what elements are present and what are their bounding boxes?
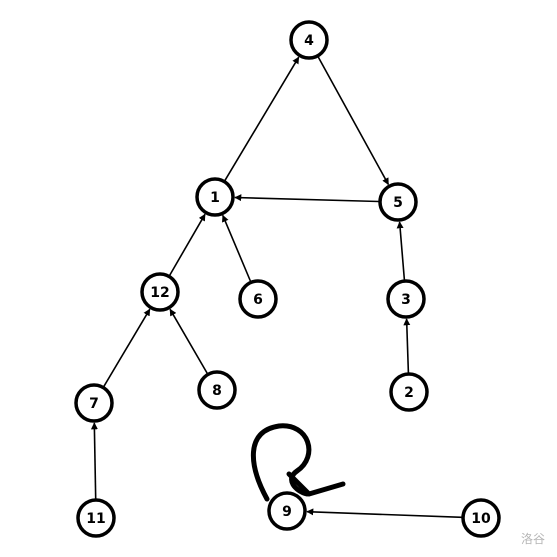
edge-10-to-9 — [306, 508, 463, 519]
node-2-label: 2 — [404, 385, 414, 401]
node-5-label: 5 — [393, 195, 403, 211]
node-10-circle — [461, 498, 501, 538]
node-4-label: 4 — [304, 33, 314, 49]
edge-4-to-5 — [317, 56, 390, 186]
node-12-label: 12 — [150, 285, 169, 301]
node-10: 10 — [461, 498, 501, 538]
edge-9-to-9 — [250, 423, 312, 502]
watermark-text: 洛谷 — [520, 532, 545, 546]
node-9-circle — [267, 491, 307, 531]
node-2: 2 — [389, 372, 429, 412]
node-1-circle — [195, 177, 235, 217]
node-1: 1 — [195, 177, 235, 217]
node-2-circle — [389, 372, 429, 412]
node-6-label: 6 — [253, 292, 263, 308]
edge-3-to-5 — [396, 221, 406, 281]
node-5-circle — [378, 182, 418, 222]
node-4-circle — [289, 20, 329, 60]
node-6-circle — [238, 279, 278, 319]
edge-7-to-12 — [103, 308, 151, 388]
node-11-circle — [76, 498, 116, 538]
edge-12-to-1 — [168, 213, 206, 277]
edge-1-to-4 — [224, 56, 300, 182]
node-11: 11 — [76, 498, 116, 538]
node-11-label: 11 — [86, 511, 105, 527]
edge-2-to-3 — [403, 318, 411, 374]
edge-6-to-1 — [222, 214, 252, 282]
nodes: 4 1 5 12 6 3 7 8 2 11 9 10 — [74, 20, 501, 538]
node-10-label: 10 — [471, 511, 491, 527]
node-6: 6 — [238, 279, 278, 319]
node-9-label: 9 — [282, 504, 292, 520]
node-12-circle — [140, 272, 180, 312]
node-7-circle — [74, 383, 114, 423]
edge-11-to-7 — [90, 422, 98, 500]
node-3-label: 3 — [401, 292, 411, 308]
node-8-label: 8 — [212, 383, 222, 399]
node-3: 3 — [386, 279, 426, 319]
node-3-circle — [386, 279, 426, 319]
node-7: 7 — [74, 383, 114, 423]
node-12: 12 — [140, 272, 180, 312]
edge-5-to-1 — [234, 194, 380, 203]
node-5: 5 — [378, 182, 418, 222]
edge-8-to-12 — [169, 308, 209, 375]
node-4: 4 — [289, 20, 329, 60]
node-8-circle — [197, 370, 237, 410]
node-1-label: 1 — [210, 190, 220, 206]
node-8: 8 — [197, 370, 237, 410]
node-9: 9 — [267, 491, 307, 531]
edges — [90, 56, 463, 519]
node-7-label: 7 — [89, 396, 99, 412]
edge-9-to-9-arrowhead — [286, 471, 346, 497]
